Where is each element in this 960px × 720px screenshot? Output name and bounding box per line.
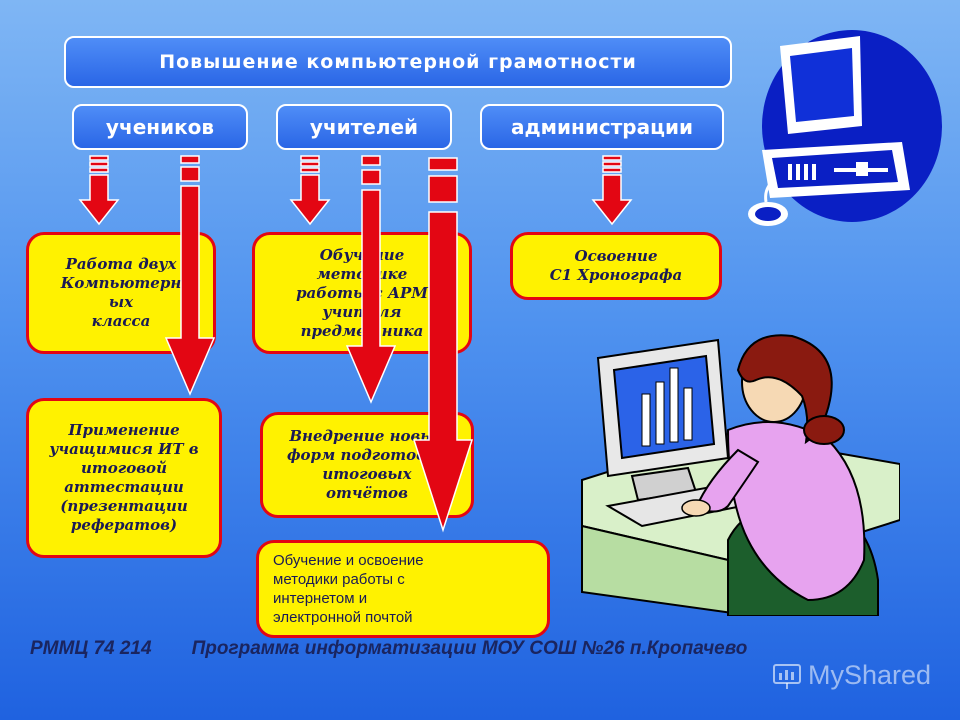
box-new-report-forms: Внедрение новых форм подготовки итоговых… — [260, 412, 474, 518]
category-students: учеников — [72, 104, 248, 150]
box-arm-training: Обучение методике работы с АРМ учителя п… — [252, 232, 472, 354]
arrow-admin-short — [591, 155, 633, 226]
footer-code: РММЦ 74 214 — [30, 638, 152, 659]
computer-icon — [748, 30, 942, 226]
box-internet-email: Обучение и освоение методики работы с ин… — [256, 540, 550, 638]
watermark: MyShared — [772, 660, 931, 691]
arrow-teachers-short — [289, 155, 331, 226]
watermark-text: MyShared — [808, 660, 932, 690]
box-computer-classes: Работа двух Компьютерн ых класса — [26, 232, 216, 354]
footer: РММЦ 74 214 Программа информатизации МОУ … — [30, 638, 930, 660]
box-it-attestation: Применение учащимися ИТ в итоговой аттес… — [26, 398, 222, 558]
category-teachers: учителей — [276, 104, 452, 150]
diagram-title: Повышение компьютерной грамотности — [64, 36, 732, 88]
arrow-students-short — [78, 155, 120, 226]
woman-at-computer-icon — [581, 334, 900, 616]
box-chronograph: Освоение С1 Хронографа — [510, 232, 722, 300]
category-admin: администрации — [480, 104, 724, 150]
footer-program: Программа информатизации МОУ СОШ №26 п.К… — [191, 638, 748, 659]
presentation-icon — [773, 663, 801, 689]
